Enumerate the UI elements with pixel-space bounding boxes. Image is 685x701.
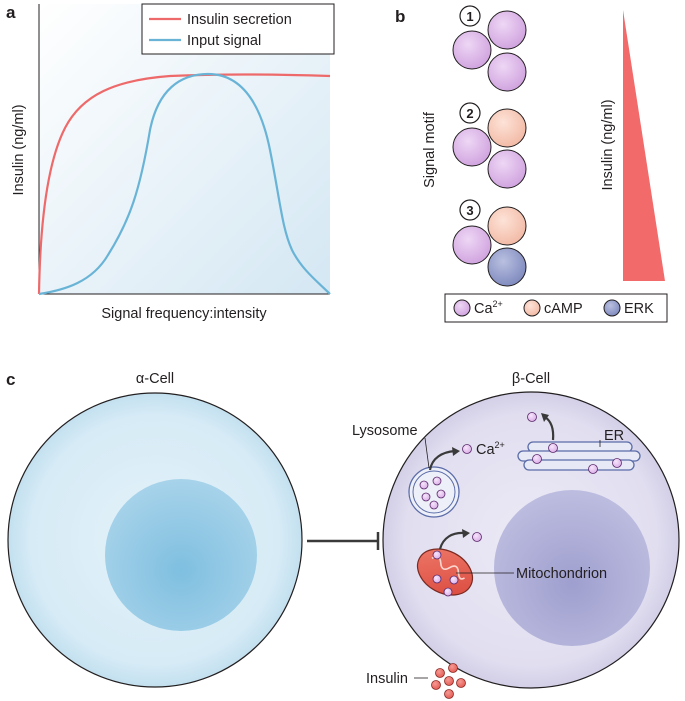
ca-sphere	[487, 52, 527, 92]
alpha-cell: α-Cell	[7, 371, 303, 688]
mitochondrion-label: Mitochondrion	[516, 566, 607, 582]
calcium-ion	[612, 458, 622, 468]
y-axis-label: Insulin (ng/ml)	[11, 104, 27, 195]
motif-key: Ca2+ cAMP ERK	[444, 293, 668, 323]
camp-sphere	[487, 206, 527, 246]
key-swatch-ca	[453, 299, 471, 317]
motif-2: 2	[452, 102, 527, 189]
key-swatch-camp	[523, 299, 541, 317]
insulin-label: Insulin	[366, 671, 408, 687]
ca-sphere	[452, 127, 492, 167]
motif-number-badge	[459, 102, 481, 124]
er-label: ER	[604, 428, 624, 444]
calcium-label: Ca2+	[476, 440, 505, 458]
legend-label-input: Input signal	[187, 33, 261, 49]
beta-cell-title: β-Cell	[512, 371, 550, 387]
x-axis-label: Signal frequency:intensity	[101, 306, 267, 322]
ca-sphere	[452, 30, 492, 70]
motif-number: 1	[466, 9, 473, 24]
calcium-ion	[527, 412, 537, 422]
panel-c-letter: c	[6, 370, 15, 389]
calcium-ion	[548, 443, 558, 453]
erk-sphere	[487, 247, 527, 287]
calcium-ion	[532, 454, 542, 464]
lysosome	[408, 466, 460, 518]
ca-sphere	[452, 225, 492, 265]
key-label-ca: Ca2+	[474, 299, 503, 317]
key-box	[444, 293, 668, 323]
key-label-camp: cAMP	[544, 301, 583, 317]
inhibition-arrow	[307, 532, 380, 550]
beta-cell: β-Cell ER	[352, 371, 680, 689]
panel-b: b Signal motif 1 2 3 Insulin (ng/ml)	[395, 5, 668, 323]
input-signal-curve	[38, 72, 331, 296]
lysosome-label: Lysosome	[352, 423, 418, 439]
insulin-gradient-label: Insulin (ng/ml)	[600, 99, 616, 190]
alpha-cell-title: α-Cell	[136, 371, 174, 387]
motif-number-badge	[459, 5, 481, 27]
calcium-ion	[462, 444, 472, 454]
insulin-granules: Insulin	[366, 663, 466, 699]
legend-label-insulin: Insulin secretion	[187, 12, 292, 28]
motif-1: 1	[452, 5, 527, 92]
legend-box	[141, 3, 335, 55]
motif-number: 3	[466, 203, 473, 218]
ca-sphere	[487, 10, 527, 50]
legend: Insulin secretion Input signal	[141, 3, 335, 55]
calcium-ion	[472, 532, 482, 542]
panel-b-letter: b	[395, 7, 405, 26]
motif-number-badge	[459, 199, 481, 221]
lysosome-release-arrow	[428, 449, 456, 471]
motif-number: 2	[466, 106, 473, 121]
ca-sphere	[487, 149, 527, 189]
mitochondrion	[416, 548, 474, 597]
insulin-secretion-curve	[37, 73, 331, 295]
insulin-gradient-wedge	[623, 10, 665, 281]
alpha-cell-nucleus	[105, 479, 257, 631]
camp-sphere	[487, 108, 527, 148]
key-label-erk: ERK	[624, 301, 654, 317]
calcium-ion	[588, 464, 598, 474]
mitochondrion-release-arrow	[438, 531, 466, 550]
panel-c: c α-Cell β-Cell	[6, 370, 680, 699]
beta-cell-nucleus	[494, 490, 650, 646]
signal-motif-label: Signal motif	[422, 111, 438, 188]
panel-a-letter: a	[6, 3, 16, 22]
key-swatch-erk	[603, 299, 621, 317]
panel-a: a Insulin secretion Input signal Insulin…	[6, 3, 335, 322]
motif-3: 3	[452, 199, 527, 287]
